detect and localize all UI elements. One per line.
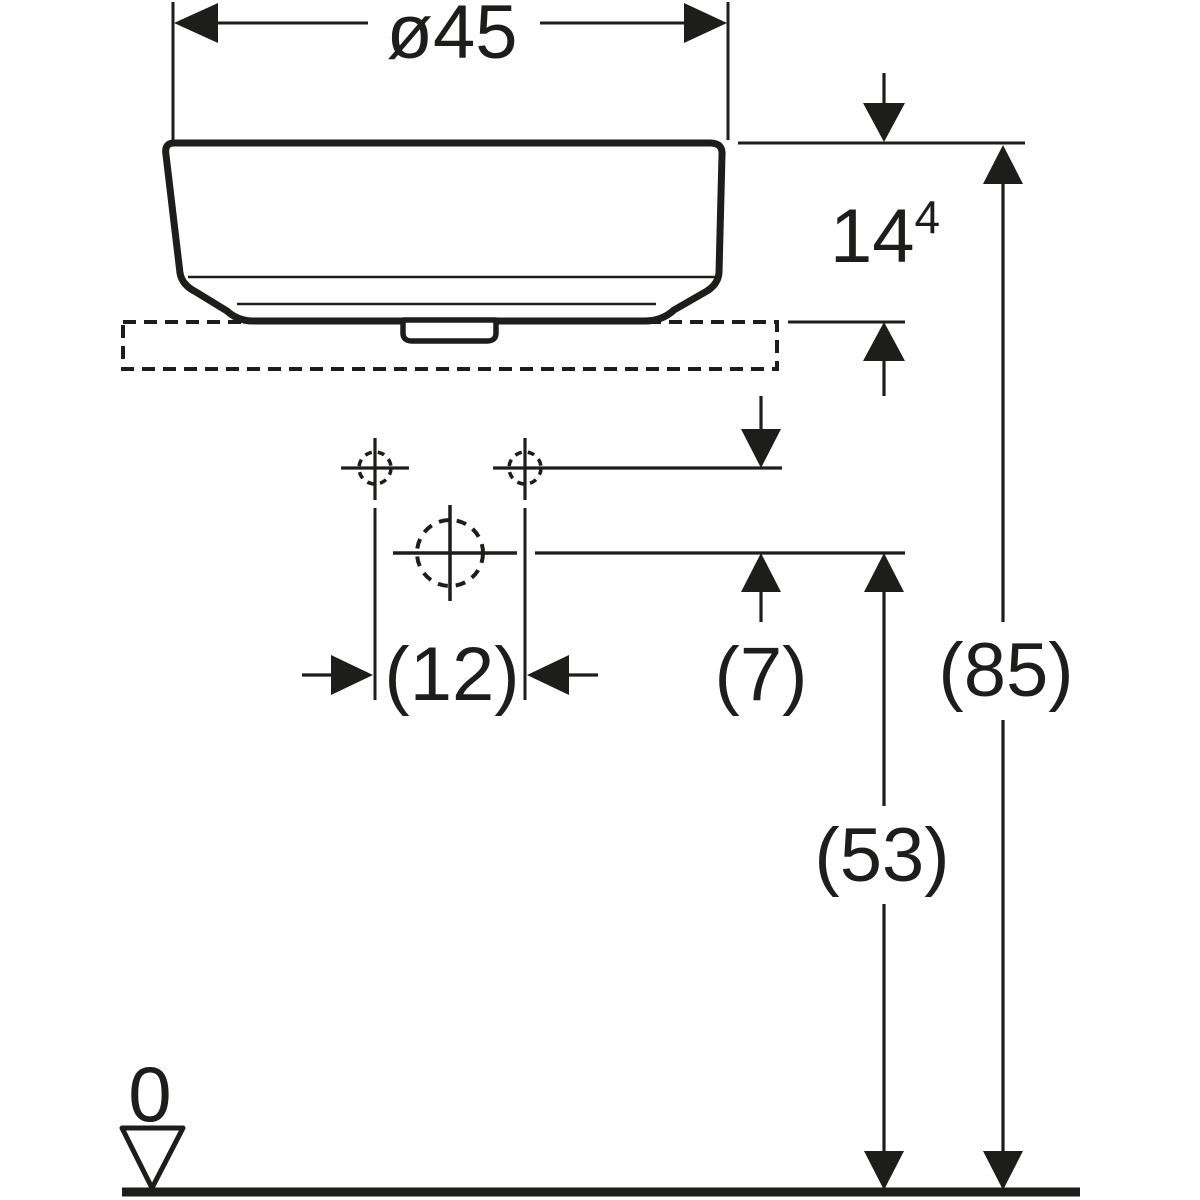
arrow-down-icon [864, 1151, 904, 1190]
drain-marker [393, 505, 517, 601]
arrow-up-icon [983, 145, 1023, 184]
arrow-right-icon [684, 3, 727, 43]
dim-total-height-label: (85) [938, 628, 1073, 713]
arrow-down-icon [983, 1151, 1023, 1190]
drain-outlet [400, 317, 499, 344]
taphole-right-marker [507, 438, 543, 500]
dim-drain-height-label: (53) [814, 813, 949, 898]
dim-taphole-spacing: (12) [302, 508, 598, 717]
drain-circle [415, 518, 485, 588]
dim-drain-height: (53) [814, 553, 950, 1190]
dim-taphole-to-drain: (7) [715, 396, 808, 717]
dim-basin-height-label: 144 [830, 191, 940, 279]
basin-outline [162, 139, 726, 325]
floor-datum: 0 [119, 1050, 1080, 1197]
arrow-up-icon [864, 553, 904, 592]
arrow-right-icon [331, 655, 373, 695]
arrow-up-icon [741, 553, 781, 592]
arrow-left-icon [527, 655, 569, 695]
datum-zero-label: 0 [128, 1050, 171, 1138]
dim-width: ø45 [171, 0, 730, 140]
dim-total-height: (85) [938, 145, 1074, 1190]
arrow-down-icon [741, 429, 781, 468]
taphole-left-circle [357, 450, 393, 486]
dim-basin-height-superscript: 4 [915, 191, 941, 243]
arrow-up-icon [863, 322, 905, 361]
washbasin [162, 139, 726, 344]
arrow-down-icon [863, 103, 905, 142]
dim-basin-height: 144 [830, 73, 940, 396]
taphole-right-circle [507, 450, 543, 486]
datum-triangle-icon [119, 1125, 186, 1191]
dim-taphole-spacing-label: (12) [384, 632, 519, 717]
dim-width-label: ø45 [387, 0, 518, 75]
arrow-left-icon [174, 3, 218, 43]
dim-taphole-to-drain-label: (7) [715, 632, 808, 717]
taphole-left-marker [341, 438, 409, 500]
